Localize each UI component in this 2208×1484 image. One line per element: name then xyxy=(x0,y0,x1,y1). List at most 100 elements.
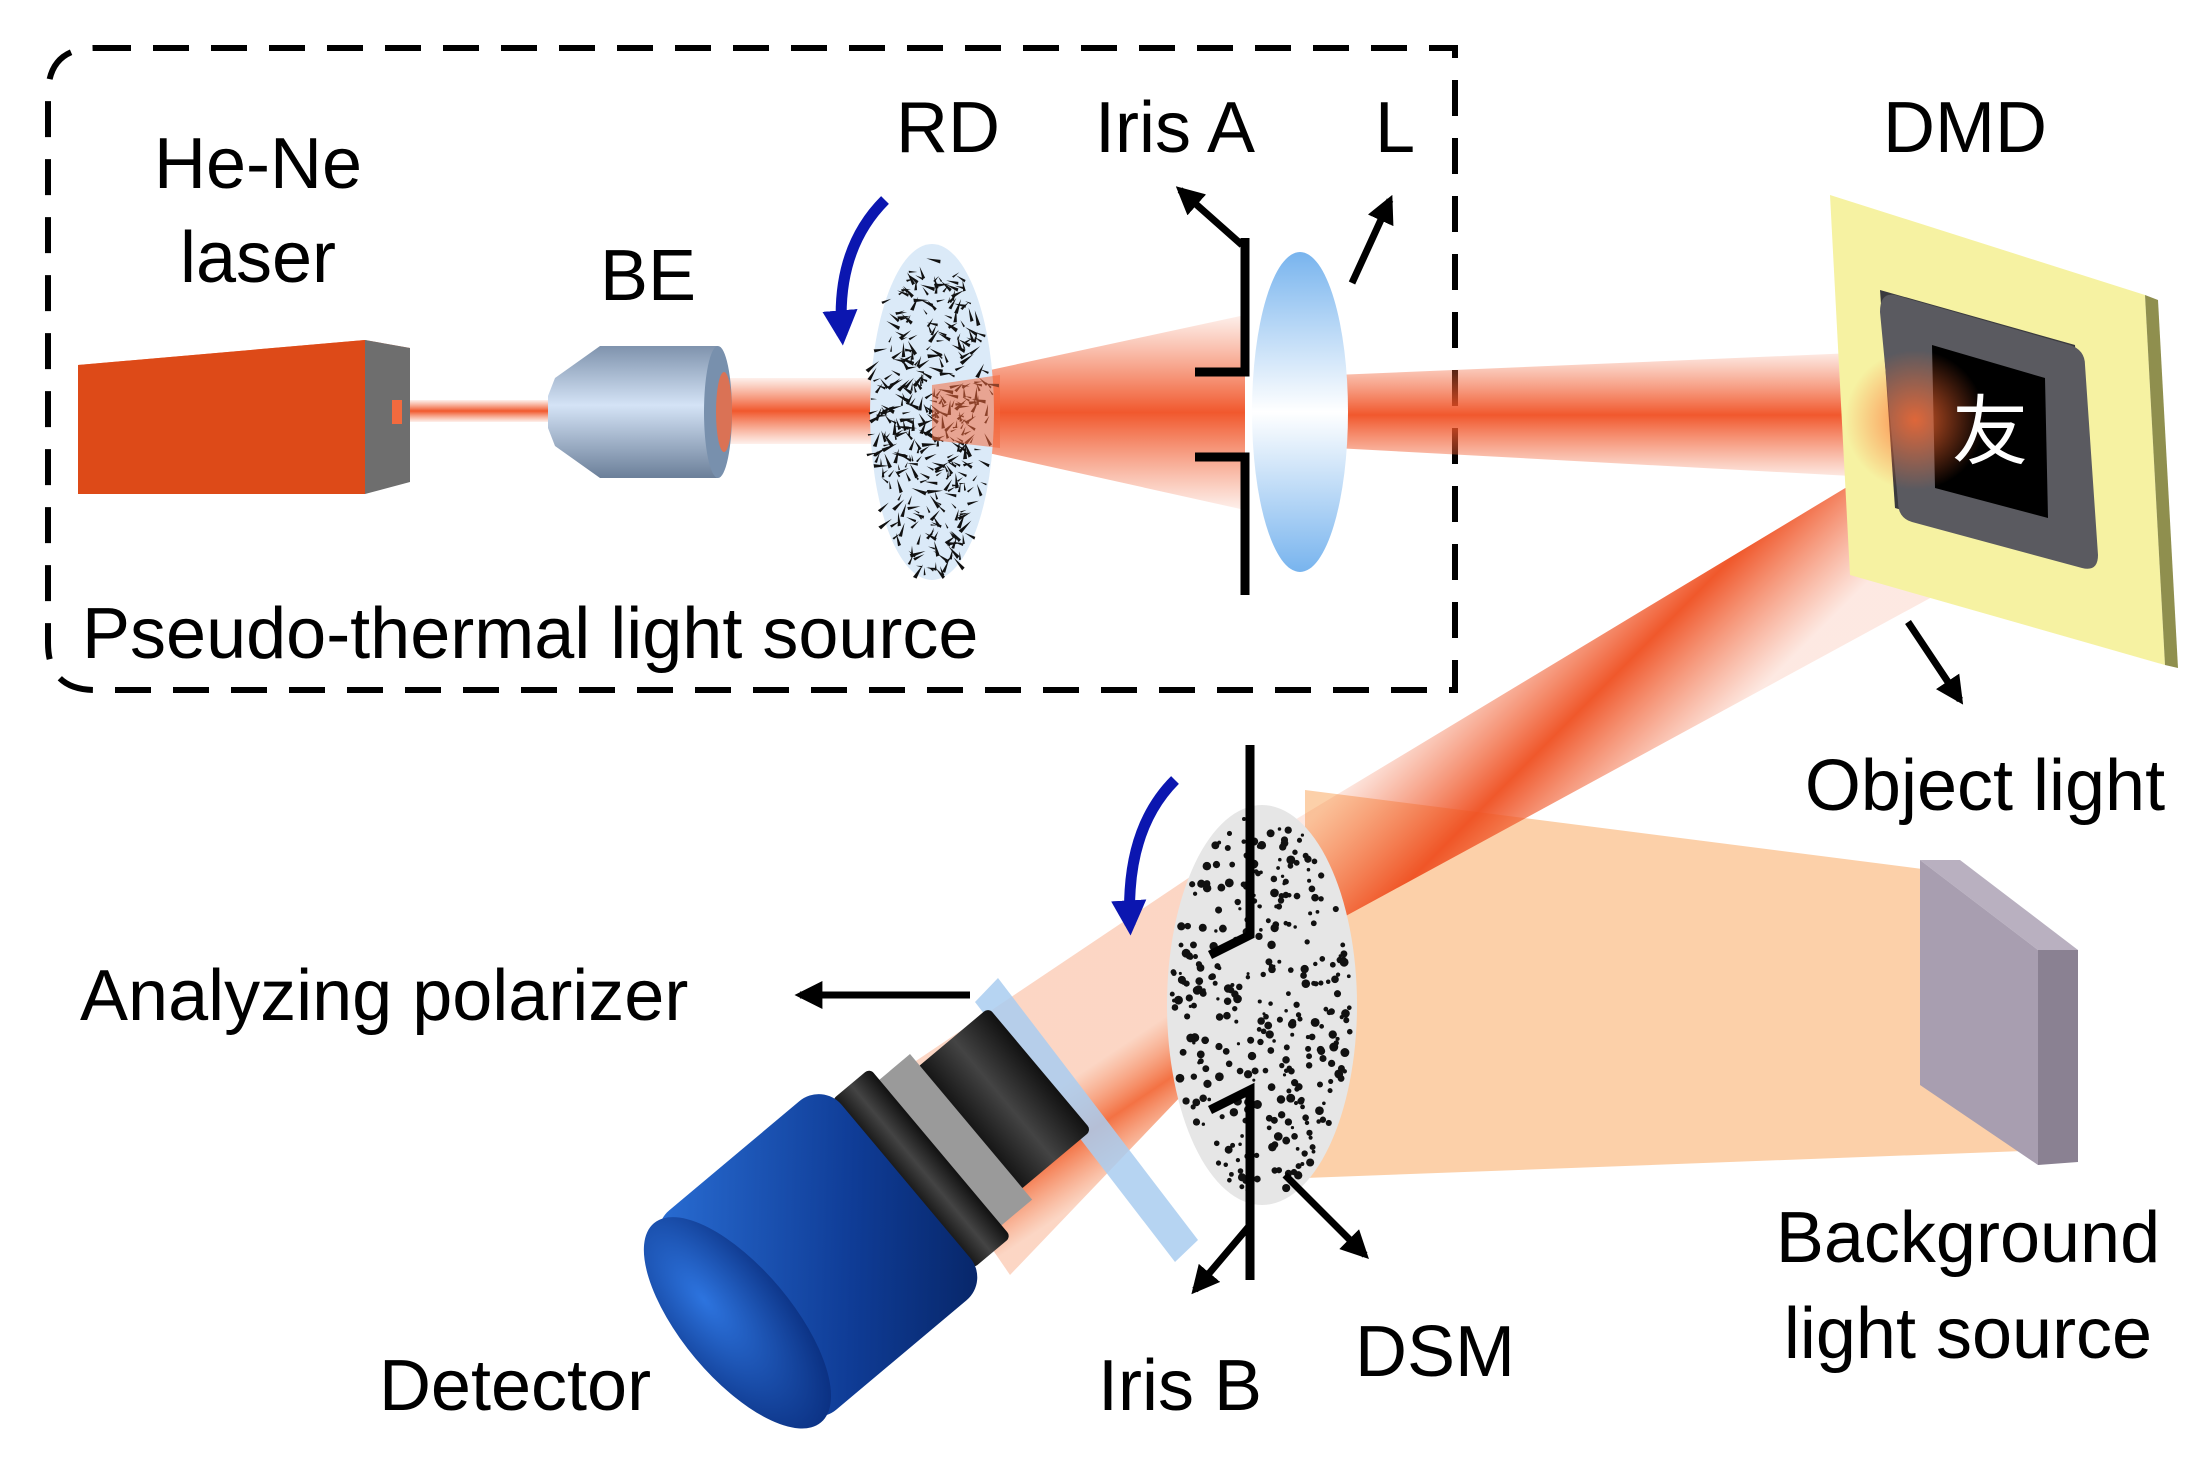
scattering-particle xyxy=(1234,1019,1239,1024)
scattering-particle xyxy=(1217,840,1222,845)
diffuser-speckle xyxy=(939,565,945,577)
diffuser-speckle xyxy=(907,426,911,436)
be-label: BE xyxy=(600,236,696,316)
diffuser-speckle xyxy=(889,480,892,490)
diffuser-speckle xyxy=(893,448,899,464)
diffuser-speckle xyxy=(957,471,967,478)
diffuser-speckle xyxy=(959,353,974,365)
scattering-particle xyxy=(1322,1101,1326,1106)
diffuser-speckle xyxy=(880,378,889,390)
scattering-particle xyxy=(1230,982,1235,988)
scattering-particle xyxy=(1328,1078,1334,1084)
scattering-particle xyxy=(1254,1152,1260,1159)
scattering-particle xyxy=(1251,1067,1259,1075)
diffuser-speckle xyxy=(946,469,949,478)
diffuser-speckle xyxy=(934,469,945,474)
scattering-particle xyxy=(1198,923,1207,932)
diffuser-speckle xyxy=(907,495,912,505)
diffuser-speckle xyxy=(897,379,910,392)
scattering-particle xyxy=(1311,893,1319,902)
diffuser-speckle xyxy=(895,431,909,438)
scattering-particle xyxy=(1289,1018,1297,1026)
diffuser-speckle xyxy=(928,366,943,374)
diffuser-speckle xyxy=(931,462,946,469)
scattering-particle xyxy=(1222,1047,1230,1055)
scattering-particle xyxy=(1196,1050,1205,1059)
scattering-particle xyxy=(1215,906,1223,914)
scattering-particle xyxy=(1185,952,1193,960)
scattering-particle xyxy=(1201,988,1206,993)
diffuser-speckle xyxy=(929,495,941,509)
scattering-particle xyxy=(1316,1081,1323,1088)
scattering-particle xyxy=(1301,979,1311,988)
scattering-particle xyxy=(1310,920,1317,927)
diffuser-speckle xyxy=(876,414,888,418)
scattering-particle xyxy=(1276,866,1280,870)
scattering-particle xyxy=(1201,1122,1206,1126)
scattering-particle xyxy=(1301,1150,1308,1157)
scattering-particle xyxy=(1235,1158,1241,1163)
diffuser-speckle xyxy=(935,472,942,477)
diffuser-speckle xyxy=(949,531,955,539)
scattering-particle xyxy=(1290,1032,1295,1037)
scattering-particle xyxy=(1282,1073,1287,1077)
diffuser-speckle xyxy=(967,500,979,506)
diffuser-speckle xyxy=(877,502,889,513)
background-light-cone xyxy=(1305,790,2050,1178)
diffuser-speckle xyxy=(907,463,918,466)
diffuser-speckle xyxy=(956,444,967,453)
scattering-particle xyxy=(1174,995,1183,1005)
scattering-particle xyxy=(1192,1041,1196,1045)
diffuser-speckle xyxy=(920,299,934,308)
diffuser-speckle xyxy=(965,327,978,336)
analyzing-polarizer-label: Analyzing polarizer xyxy=(80,956,688,1036)
scattering-particle xyxy=(1257,1038,1264,1046)
scattering-particle xyxy=(1197,879,1206,888)
diffuser-speckle xyxy=(924,481,938,486)
diffuser-speckle xyxy=(883,432,894,448)
scattering-particle xyxy=(1260,1028,1267,1035)
scattering-particle xyxy=(1202,861,1212,871)
scattering-particle xyxy=(1334,1069,1344,1079)
scattering-particle xyxy=(1295,1147,1300,1151)
diffuser-speckle xyxy=(975,332,986,338)
scattering-particle xyxy=(1247,1036,1255,1044)
scattering-particle xyxy=(1328,1059,1336,1068)
scattering-particle xyxy=(1231,990,1239,998)
scattering-particle xyxy=(1224,878,1234,888)
diffuser-speckle xyxy=(956,333,961,340)
scattering-particle xyxy=(1246,972,1250,976)
scattering-particle xyxy=(1284,826,1292,834)
diffuser-speckle xyxy=(942,285,949,293)
scattering-particle xyxy=(1285,991,1291,997)
scattering-particle xyxy=(1224,1145,1233,1154)
scattering-particle xyxy=(1304,1120,1310,1126)
scattering-particle xyxy=(1305,1045,1312,1052)
diffuser-speckle xyxy=(957,514,964,519)
scattering-particle xyxy=(1223,997,1232,1006)
scattering-particle xyxy=(1216,997,1220,1001)
diffuser-speckle xyxy=(939,357,944,368)
beam-expander-icon xyxy=(548,346,732,478)
scattering-particle xyxy=(1327,1088,1333,1094)
iris-a-arrow xyxy=(1175,186,1245,248)
scattering-particle xyxy=(1293,859,1300,866)
rotating-diffuser-icon xyxy=(865,244,1000,580)
scattering-particle xyxy=(1335,972,1341,977)
diffuser-speckle xyxy=(907,506,921,511)
diffuser-speckle xyxy=(950,531,958,541)
diffuser-speckle xyxy=(946,464,954,475)
scattering-particle xyxy=(1343,1017,1350,1024)
scattering-particle xyxy=(1284,1118,1293,1126)
diffuser-speckle xyxy=(968,307,974,322)
diffuser-speckle xyxy=(903,419,907,432)
scattering-particle xyxy=(1262,1067,1269,1074)
diffuser-speckle xyxy=(911,417,915,432)
diffuser-speckle xyxy=(912,564,924,579)
scattering-particle xyxy=(1215,1072,1224,1082)
diffuser-speckle xyxy=(950,530,961,543)
scattering-particle xyxy=(1226,830,1233,837)
diffuser-speckle xyxy=(868,410,879,415)
diffuser-speckle xyxy=(907,555,914,565)
diffuser-speckle xyxy=(946,280,959,285)
